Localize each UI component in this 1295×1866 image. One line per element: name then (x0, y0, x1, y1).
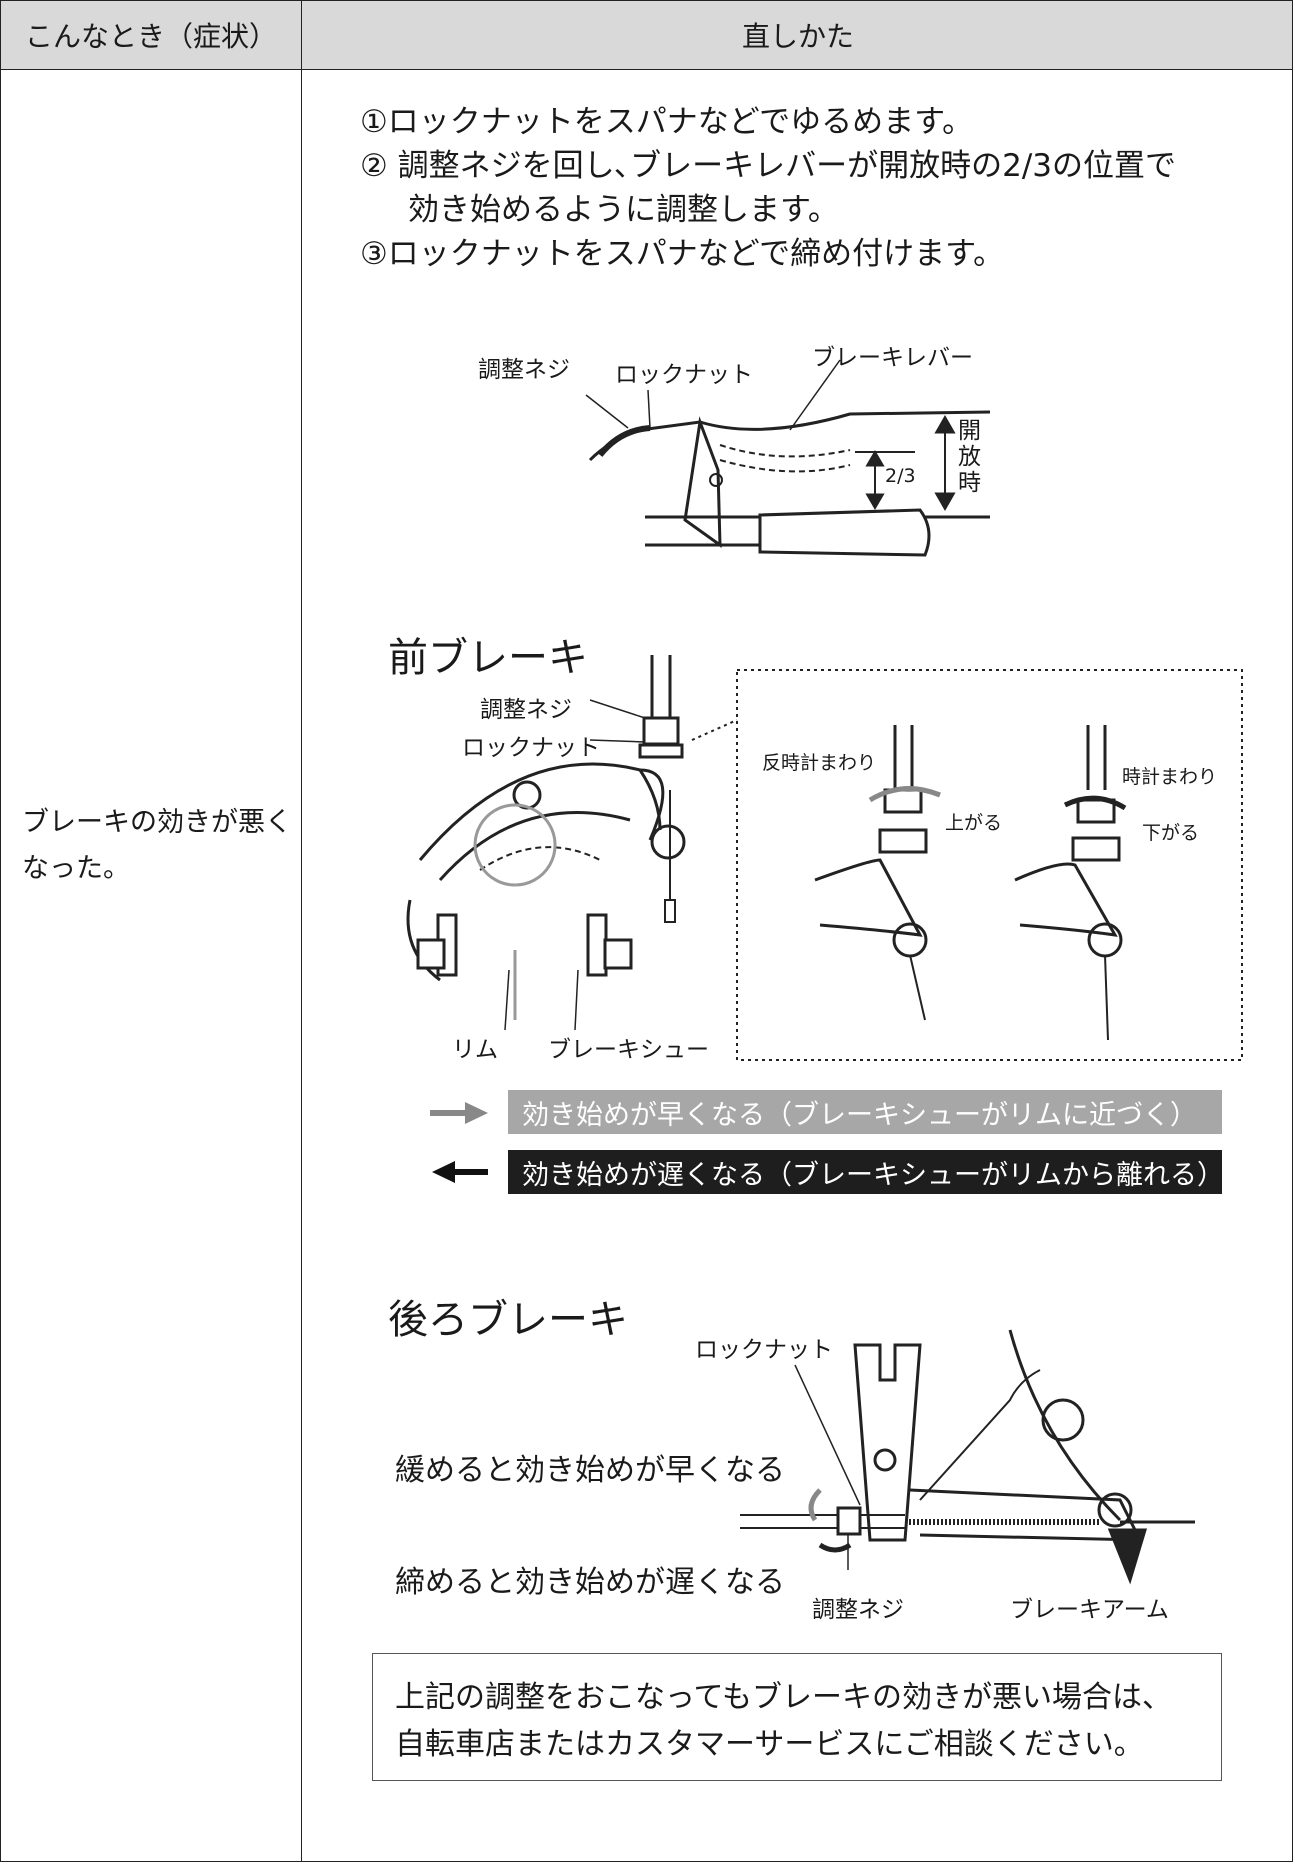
header-symptom: こんなとき（症状） (24, 20, 277, 53)
down-label: 下がる (1142, 822, 1200, 844)
two-thirds-label: 2/3 (885, 465, 916, 487)
brake-lever-illustration (585, 359, 991, 557)
zoom-box (736, 669, 1243, 1061)
cw-label: 時計まわり (1122, 766, 1218, 788)
open-state-label: 開放時 (958, 418, 981, 496)
rim-label: リム (452, 1037, 498, 1063)
table-header: こんなとき（症状） 直しかた (1, 1, 1292, 70)
front-brake-illustration (406, 655, 686, 1031)
zoom-detail-ccw (814, 725, 941, 1021)
contact-note: 上記の調整をおこなってもブレーキの効きが悪い場合は、 自転車店またはカスタマーサ… (372, 1653, 1222, 1781)
step-1: ①ロックナットをスパナなどでゆるめます。 (360, 104, 974, 140)
up-label: 上がる (945, 812, 1003, 834)
step-3: ③ロックナットをスパナなどで締め付けます。 (360, 236, 1005, 272)
note-line-1: 上記の調整をおこなってもブレーキの効きが悪い場合は、 (395, 1680, 1172, 1715)
symptom-text: ブレーキの効きが悪くなった。 (22, 807, 292, 884)
later-bar: 効き始めが遅くなる（ブレーキシューがリムから離れる） (508, 1150, 1224, 1194)
brake-arm-label: ブレーキアーム (1010, 1597, 1169, 1623)
lever-brake-lever-label: ブレーキレバー (812, 345, 973, 371)
rear-adjust-screw-label: 調整ネジ (812, 1597, 904, 1623)
column-divider (301, 1, 302, 1861)
earlier-arrow-icon (430, 1102, 488, 1124)
front-adjust-screw-label: 調整ネジ (480, 697, 572, 723)
zoom-detail-cw (1014, 725, 1127, 1041)
front-lock-nut-label: ロックナット (462, 735, 600, 761)
tighten-label: 締めると効き始めが遅くなる (395, 1565, 785, 1600)
front-brake-title: 前ブレーキ (388, 635, 588, 681)
rear-brake-title: 後ろブレーキ (388, 1297, 628, 1343)
earlier-bar: 効き始めが早くなる（ブレーキシューがリムに近づく） (508, 1090, 1222, 1134)
step-2-cont: 効き始めるように調整します。 (408, 192, 839, 228)
lever-lock-nut-label: ロックナット (615, 362, 753, 388)
header-fix: 直しかた (741, 20, 854, 53)
brake-shoe-label: ブレーキシュー (548, 1037, 709, 1063)
rear-brake-illustration (740, 1329, 1195, 1585)
step-2: ② 調整ネジを回し､ブレーキレバーが開放時の2/3の位置で (360, 148, 1177, 184)
note-line-2: 自転車店またはカスタマーサービスにご相談ください。 (395, 1727, 1144, 1762)
later-arrow-icon (432, 1161, 488, 1183)
ccw-label: 反時計まわり (762, 752, 877, 774)
lever-adjust-screw-label: 調整ネジ (478, 357, 570, 383)
rear-lock-nut-label: ロックナット (695, 1337, 833, 1363)
fix-steps: ①ロックナットをスパナなどでゆるめます。 ② 調整ネジを回し､ブレーキレバーが開… (360, 100, 1176, 276)
loosen-label: 緩めると効き始めが早くなる (395, 1453, 785, 1488)
